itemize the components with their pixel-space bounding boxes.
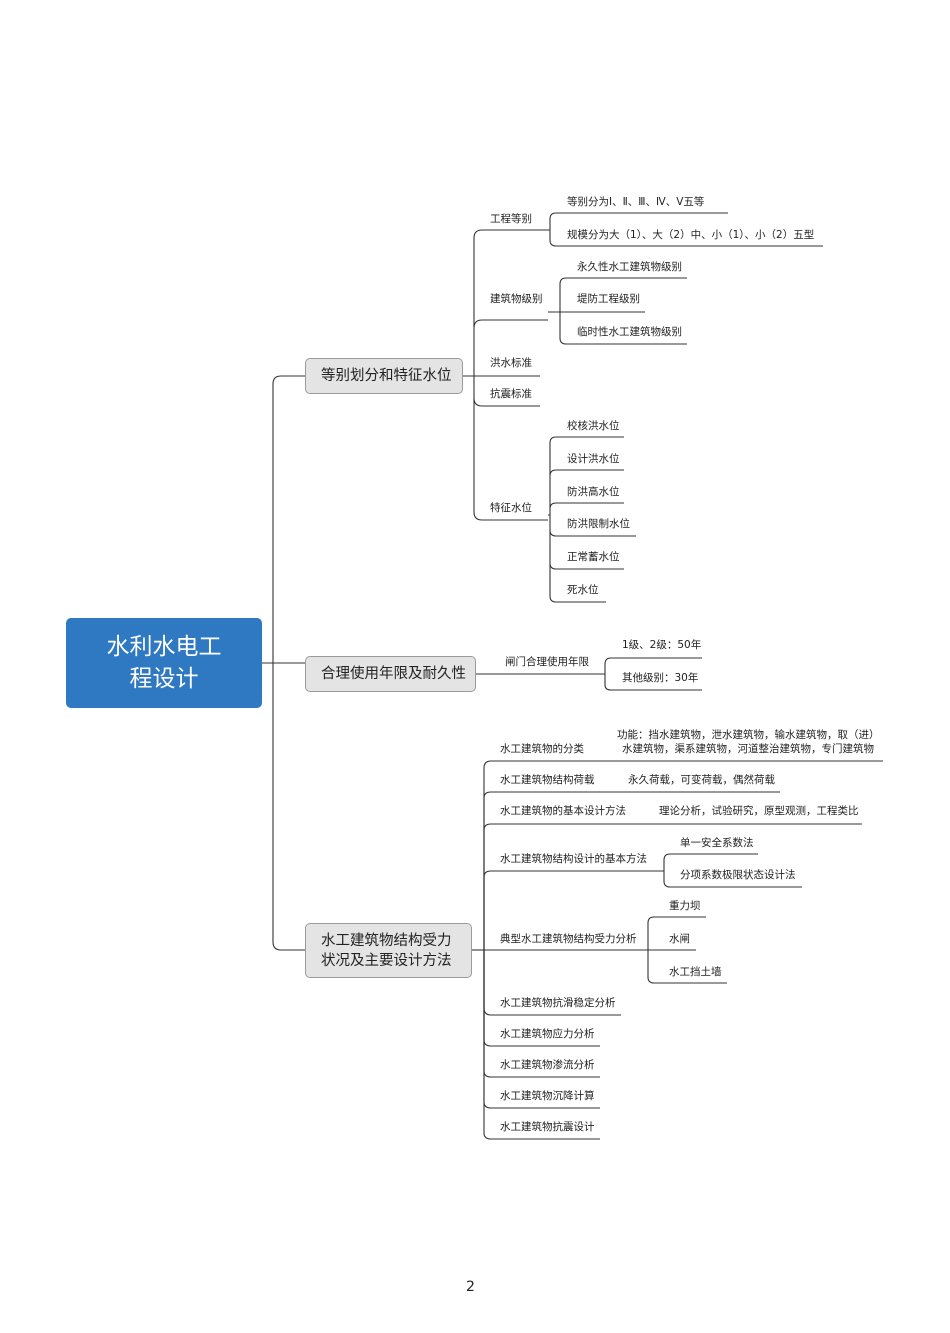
node-dead-level[interactable]: 死水位 xyxy=(567,584,599,596)
topic-grading[interactable]: 等别划分和特征水位 xyxy=(305,358,463,394)
topic-structure-label-line2: 状况及主要设计方法 xyxy=(321,952,452,969)
node-gravity-dam[interactable]: 重力坝 xyxy=(669,900,701,912)
node-flood-high-level[interactable]: 防洪高水位 xyxy=(567,486,620,498)
node-seismic-standard[interactable]: 抗震标准 xyxy=(490,388,532,400)
topic-grading-label: 等别划分和特征水位 xyxy=(321,368,452,384)
node-engineering-grade[interactable]: 工程等别 xyxy=(490,213,532,225)
node-structural-design-methods[interactable]: 水工建筑物结构设计的基本方法 xyxy=(500,853,647,865)
node-sluice-lifespan[interactable]: 闸门合理使用年限 xyxy=(505,656,589,668)
node-embankment-level[interactable]: 堤防工程级别 xyxy=(577,293,640,305)
node-permanent-level[interactable]: 永久性水工建筑物级别 xyxy=(577,261,682,273)
topic-lifespan[interactable]: 合理使用年限及耐久性 xyxy=(305,656,476,692)
node-other-lifespan[interactable]: 其他级别：30年 xyxy=(622,672,699,684)
node-water-levels[interactable]: 特征水位 xyxy=(490,502,532,514)
node-loads-detail[interactable]: 永久荷载，可变荷载，偶然荷载 xyxy=(628,774,775,786)
node-function-line1[interactable]: 功能：挡水建筑物，泄水建筑物，输水建筑物，取（进） xyxy=(617,729,880,741)
node-partial-factor-method[interactable]: 分项系数极限状态设计法 xyxy=(680,869,796,881)
node-basic-design-methods[interactable]: 水工建筑物的基本设计方法 xyxy=(500,805,626,817)
topic-lifespan-label: 合理使用年限及耐久性 xyxy=(321,666,466,682)
node-seepage-analysis[interactable]: 水工建筑物渗流分析 xyxy=(500,1059,595,1071)
node-classification[interactable]: 水工建筑物的分类 xyxy=(500,743,584,755)
node-temporary-level[interactable]: 临时性水工建筑物级别 xyxy=(577,326,682,338)
node-flood-limit-level[interactable]: 防洪限制水位 xyxy=(567,518,630,530)
node-basic-methods-detail[interactable]: 理论分析，试验研究，原型观测，工程类比 xyxy=(659,805,859,817)
root-title-line1: 水利水电工 xyxy=(106,634,222,660)
page-number: 2 xyxy=(466,1279,475,1295)
node-flood-standard[interactable]: 洪水标准 xyxy=(490,357,532,369)
node-settlement-calculation[interactable]: 水工建筑物沉降计算 xyxy=(500,1090,595,1102)
node-stress-analysis[interactable]: 水工建筑物应力分析 xyxy=(500,1028,595,1040)
node-single-safety-factor[interactable]: 单一安全系数法 xyxy=(680,837,754,849)
node-function-line2[interactable]: 水建筑物，渠系建筑物，河道整治建筑物，专门建筑物 xyxy=(622,743,874,755)
node-level12-lifespan[interactable]: 1级、2级：50年 xyxy=(622,639,702,651)
node-sluice-gate[interactable]: 水闸 xyxy=(669,933,690,945)
node-scale-types[interactable]: 规模分为大（1）、大（2）中、小（1）、小（2）五型 xyxy=(567,229,815,241)
node-anti-slide-analysis[interactable]: 水工建筑物抗滑稳定分析 xyxy=(500,997,616,1009)
topic-structure[interactable]: 水工建筑物结构受力 状况及主要设计方法 xyxy=(305,923,472,978)
node-seismic-design[interactable]: 水工建筑物抗震设计 xyxy=(500,1121,595,1133)
node-building-level[interactable]: 建筑物级别 xyxy=(490,293,543,305)
root-topic[interactable]: 水利水电工 程设计 xyxy=(66,618,262,708)
node-check-flood-level[interactable]: 校核洪水位 xyxy=(567,420,620,432)
root-title-line2: 程设计 xyxy=(129,666,199,692)
topic-structure-label-line1: 水工建筑物结构受力 xyxy=(321,932,452,949)
node-typical-analysis[interactable]: 典型水工建筑物结构受力分析 xyxy=(500,933,637,945)
node-retaining-wall[interactable]: 水工挡土墙 xyxy=(669,966,722,978)
node-design-flood-level[interactable]: 设计洪水位 xyxy=(567,453,620,465)
node-grade-levels[interactable]: 等别分为Ⅰ、Ⅱ、Ⅲ、Ⅳ、Ⅴ五等 xyxy=(567,196,705,208)
node-structural-loads[interactable]: 水工建筑物结构荷载 xyxy=(500,774,595,786)
node-normal-storage-level[interactable]: 正常蓄水位 xyxy=(567,551,620,563)
